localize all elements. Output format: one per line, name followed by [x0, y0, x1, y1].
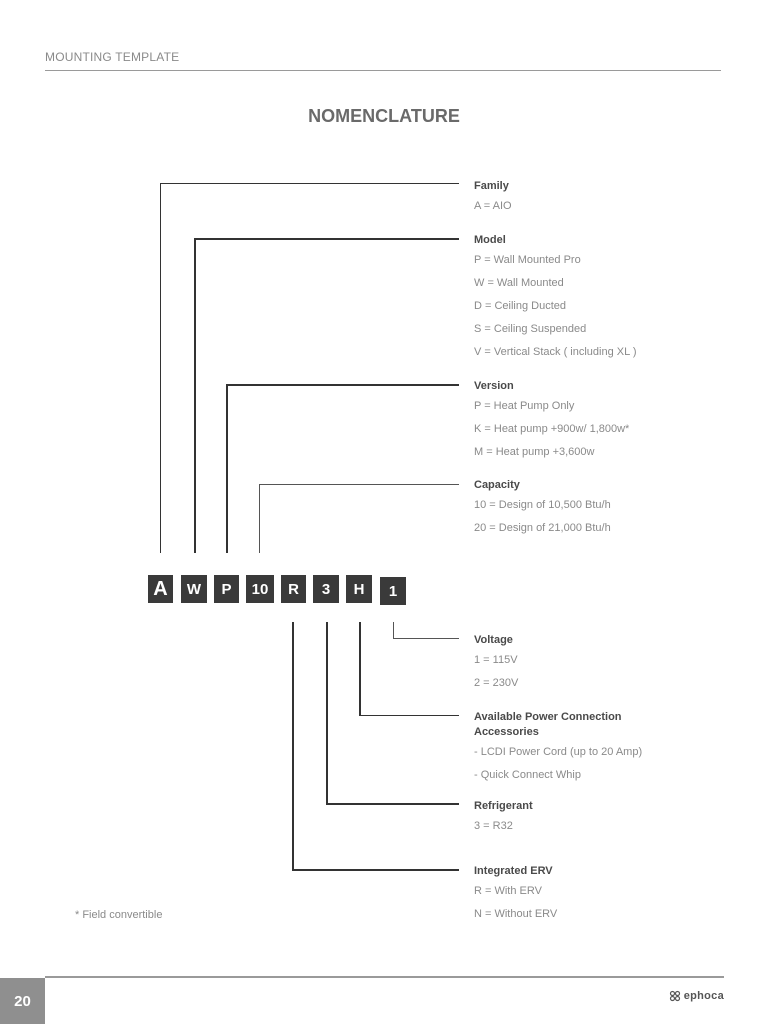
section-title-capacity: Capacity [474, 479, 520, 491]
voltage-item: 1 = 115V [474, 654, 518, 666]
section-refrigerant: Refrigerant 3 = R32 [474, 799, 734, 838]
footnote: * Field convertible [75, 909, 163, 921]
connector-power-horizontal [359, 715, 459, 716]
connector-voltage-horizontal [393, 638, 459, 639]
section-title-power: Available Power Connection Accessories [474, 711, 622, 738]
brand-logo: ephoca [669, 990, 724, 1002]
code-box-capacity: 10 [246, 575, 274, 603]
section-title-voltage: Voltage [474, 634, 513, 646]
model-item: S = Ceiling Suspended [474, 323, 587, 335]
model-item: W = Wall Mounted [474, 277, 564, 289]
voltage-item: 2 = 230V [474, 677, 519, 689]
code-box-model: W [181, 575, 207, 603]
connector-family-vertical [160, 183, 161, 553]
connector-version-horizontal [226, 384, 459, 386]
code-box-voltage: 1 [380, 577, 406, 605]
connector-refrigerant-vertical [326, 622, 328, 804]
connector-capacity-vertical [259, 484, 260, 553]
connector-erv-vertical [292, 622, 294, 870]
version-item: K = Heat pump +900w/ 1,800w* [474, 423, 630, 435]
model-item: P = Wall Mounted Pro [474, 254, 581, 266]
header-divider [45, 70, 721, 71]
section-title-version: Version [474, 380, 514, 392]
power-item: - LCDI Power Cord (up to 20 Amp) [474, 746, 643, 758]
section-title-model: Model [474, 234, 506, 246]
version-item: P = Heat Pump Only [474, 400, 575, 412]
connector-voltage-vertical [393, 622, 394, 639]
connector-capacity-horizontal [259, 484, 459, 485]
connector-model-vertical [194, 238, 196, 553]
connector-erv-horizontal [292, 869, 459, 871]
model-item: V = Vertical Stack ( including XL ) [474, 346, 637, 358]
ephoca-logo-icon [669, 990, 680, 1002]
section-voltage: Voltage 1 = 115V 2 = 230V [474, 633, 734, 695]
power-item: - Quick Connect Whip [474, 769, 581, 781]
section-title-family: Family [474, 180, 509, 192]
section-title-erv: Integrated ERV [474, 865, 553, 877]
capacity-item: 10 = Design of 10,500 Btu/h [474, 499, 611, 511]
page-number: 20 [0, 978, 45, 1024]
connector-refrigerant-horizontal [326, 803, 459, 805]
code-box-power: H [346, 575, 372, 603]
section-erv: Integrated ERV R = With ERV N = Without … [474, 864, 734, 926]
code-box-erv: R [281, 575, 306, 603]
header-title: MOUNTING TEMPLATE [45, 50, 180, 64]
code-box-family: A [148, 575, 173, 603]
page-title: NOMENCLATURE [308, 106, 460, 126]
connector-power-vertical [359, 622, 361, 716]
model-item: D = Ceiling Ducted [474, 300, 567, 312]
connector-family-horizontal [160, 183, 459, 184]
version-item: M = Heat pump +3,600w [474, 446, 595, 458]
section-power: Available Power Connection Accessories -… [474, 710, 654, 787]
brand-name: ephoca [683, 990, 724, 1002]
section-family: Family A = AIO [474, 179, 734, 218]
code-box-version: P [214, 575, 239, 603]
family-item: A = AIO [474, 200, 512, 212]
footer-divider [45, 976, 724, 978]
erv-item: N = Without ERV [474, 908, 558, 920]
section-version: Version P = Heat Pump Only K = Heat pump… [474, 379, 734, 464]
section-capacity: Capacity 10 = Design of 10,500 Btu/h 20 … [474, 478, 734, 540]
refrigerant-item: 3 = R32 [474, 820, 513, 832]
erv-item: R = With ERV [474, 885, 542, 897]
connector-version-vertical [226, 384, 228, 553]
connector-model-horizontal [194, 238, 459, 240]
section-title-refrigerant: Refrigerant [474, 800, 533, 812]
capacity-item: 20 = Design of 21,000 Btu/h [474, 522, 611, 534]
section-model: Model P = Wall Mounted Pro W = Wall Moun… [474, 233, 734, 364]
code-box-refrigerant: 3 [313, 575, 339, 603]
